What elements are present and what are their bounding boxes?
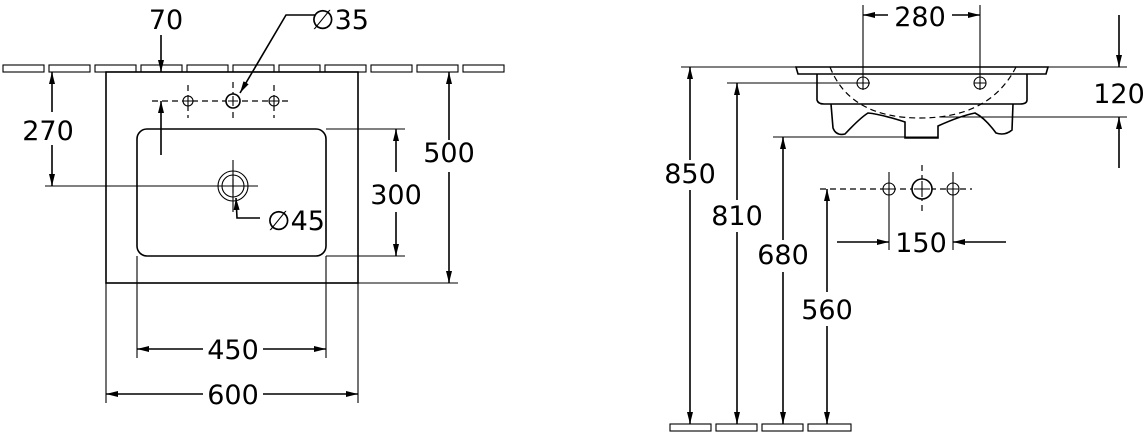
dim-hole-spacing: 280 <box>894 2 946 33</box>
tap-holes <box>152 82 292 122</box>
top-view: 70 ∅35 270 ∅45 300 500 450 600 <box>2 5 505 411</box>
extension-lines <box>45 128 458 403</box>
dim-supply-spacing: 150 <box>895 228 947 259</box>
dim-bottom-height: 680 <box>757 240 809 271</box>
dimension-lines-top <box>49 14 452 397</box>
bowl-outline <box>136 128 327 257</box>
side-view: 280 120 850 810 680 560 150 <box>664 2 1143 432</box>
dim-tap-hole-diameter: ∅35 <box>311 5 369 36</box>
dim-hole-offset: 70 <box>149 5 183 36</box>
waste-drain <box>217 160 249 212</box>
dimension-lines-side <box>687 12 1122 424</box>
dim-total-depth: 500 <box>423 138 475 169</box>
dim-back-to-drain: 270 <box>22 116 74 147</box>
supply-holes <box>882 178 960 200</box>
floor-strip <box>669 423 852 432</box>
dim-hole-height: 810 <box>711 201 763 232</box>
dim-top-height: 850 <box>664 159 716 190</box>
dim-bowl-width: 450 <box>207 335 259 366</box>
dim-waste-diameter: ∅45 <box>267 206 325 237</box>
basin-profile <box>794 66 1050 139</box>
dim-total-width: 600 <box>207 380 259 411</box>
dim-supply-height: 560 <box>801 295 853 326</box>
dim-bowl-depth: 300 <box>370 180 422 211</box>
dim-basin-height: 120 <box>1093 79 1143 110</box>
